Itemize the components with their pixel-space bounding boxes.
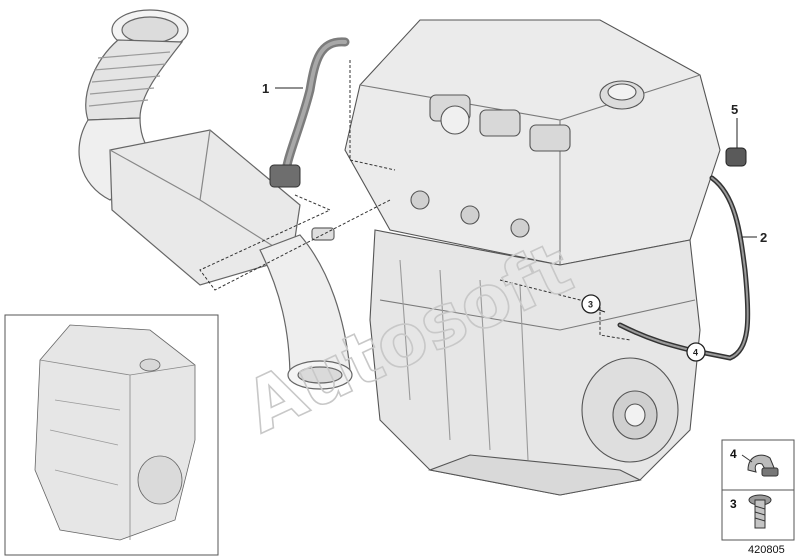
hardware-legend: 4 3 xyxy=(721,439,795,541)
callout-1: 1 xyxy=(262,81,269,96)
callout-5: 5 xyxy=(731,102,738,117)
circled-callout-3: 3 xyxy=(581,294,601,314)
legend-item-4-label: 4 xyxy=(730,447,737,461)
clamp-icon xyxy=(741,454,779,477)
hose-line-part-2 xyxy=(617,175,751,361)
svg-text:3: 3 xyxy=(588,300,593,310)
engine-assembly xyxy=(344,19,721,496)
callout-2: 2 xyxy=(760,230,767,245)
bolt-icon xyxy=(748,494,772,529)
svg-text:4: 4 xyxy=(693,348,698,358)
legend-item-3-label: 3 xyxy=(730,497,737,511)
diagram-id: 420805 xyxy=(748,544,785,556)
circled-callout-4: 4 xyxy=(686,342,706,362)
cap-part-5 xyxy=(725,147,747,167)
vent-pipe-part-1 xyxy=(269,37,350,188)
air-intake-duct xyxy=(78,9,353,390)
inset-engine-thumbnail xyxy=(34,324,196,541)
overview-inset xyxy=(4,314,219,556)
